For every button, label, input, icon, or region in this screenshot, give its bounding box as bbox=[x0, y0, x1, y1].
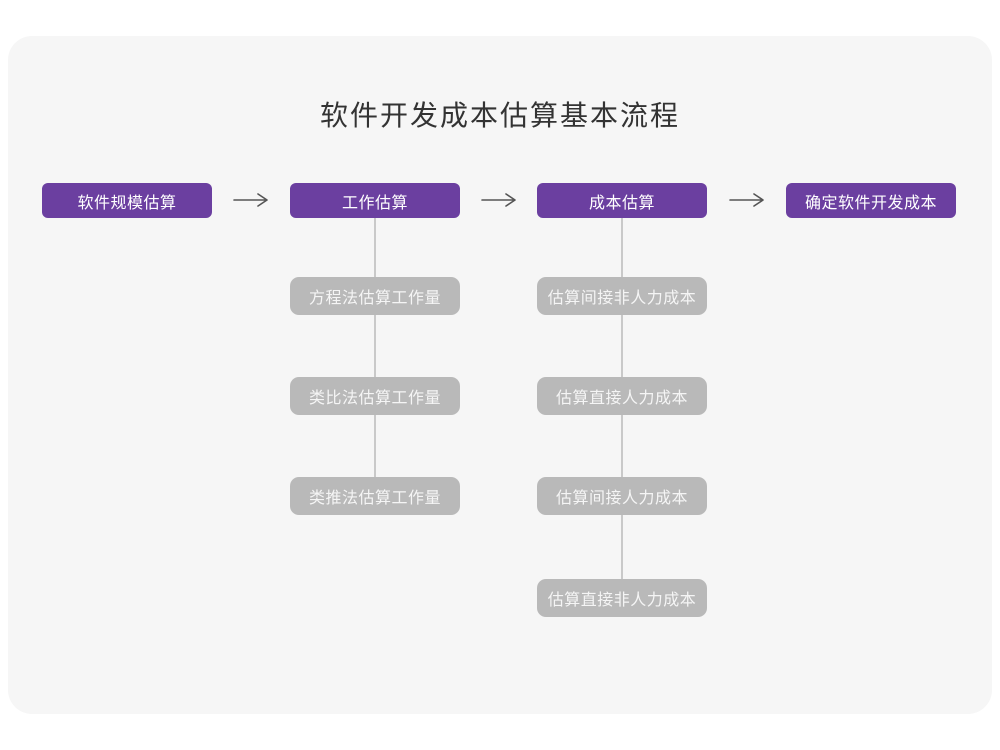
sub-box-indirect-non-labor-cost: 估算间接非人力成本 bbox=[537, 277, 707, 315]
connector-line-work-estimation bbox=[374, 218, 376, 496]
right-arrow-icon bbox=[233, 193, 268, 207]
sub-box-label: 估算间接非人力成本 bbox=[547, 290, 697, 307]
sub-box-label: 类比法估算工作量 bbox=[308, 390, 441, 407]
stage-software-scale-estimation: 软件规模估算 bbox=[42, 183, 212, 218]
diagram-canvas bbox=[8, 36, 992, 714]
sub-box-label: 估算间接人力成本 bbox=[555, 490, 688, 507]
sub-box-label: 方程法估算工作量 bbox=[308, 290, 441, 307]
sub-box-indirect-labor-cost: 估算间接人力成本 bbox=[537, 477, 707, 515]
diagram-title: 软件开发成本估算基本流程 bbox=[319, 100, 680, 131]
stage-label: 确定软件开发成本 bbox=[804, 194, 937, 212]
sub-box-direct-non-labor-cost: 估算直接非人力成本 bbox=[537, 579, 707, 617]
stage-work-estimation: 工作估算 bbox=[290, 183, 460, 218]
stage-label: 成本估算 bbox=[588, 194, 655, 212]
sub-box-label: 类推法估算工作量 bbox=[308, 490, 441, 507]
right-arrow-icon bbox=[481, 193, 516, 207]
sub-box-analogy-method: 类比法估算工作量 bbox=[290, 377, 460, 415]
stage-cost-estimation: 成本估算 bbox=[537, 183, 707, 218]
sub-box-extrapolation-method: 类推法估算工作量 bbox=[290, 477, 460, 515]
stage-label: 软件规模估算 bbox=[77, 194, 177, 212]
right-arrow-icon bbox=[729, 193, 764, 207]
sub-box-direct-labor-cost: 估算直接人力成本 bbox=[537, 377, 707, 415]
stage-determine-development-cost: 确定软件开发成本 bbox=[786, 183, 956, 218]
sub-box-equation-method: 方程法估算工作量 bbox=[290, 277, 460, 315]
sub-box-label: 估算直接人力成本 bbox=[555, 390, 688, 407]
stage-label: 工作估算 bbox=[341, 194, 408, 212]
sub-box-label: 估算直接非人力成本 bbox=[547, 592, 697, 609]
